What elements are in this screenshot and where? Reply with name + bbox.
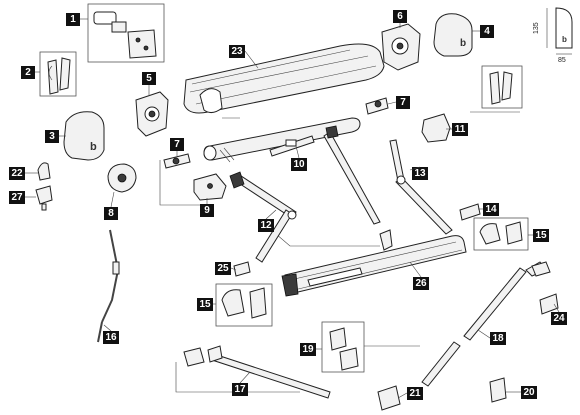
callout-27: 27	[9, 191, 25, 204]
svg-text:15: 15	[199, 299, 211, 310]
svg-text:15: 15	[535, 230, 547, 241]
dimension-height-label: 135	[533, 22, 540, 34]
svg-text:6: 6	[397, 11, 403, 22]
arm-right-part	[323, 125, 453, 235]
part-22-cap-small	[37, 162, 51, 181]
part-20-wall-clip	[489, 377, 507, 403]
callout-14: 14	[483, 203, 499, 216]
svg-text:7: 7	[174, 139, 180, 150]
callout-9: 9	[200, 204, 214, 217]
part-8-crank-eye	[107, 163, 137, 193]
callout-23: 23	[229, 45, 245, 58]
logo-glyph: b	[90, 141, 97, 153]
part-24-slider-block	[539, 293, 559, 315]
part-5-gear-bracket	[135, 91, 169, 137]
part-4-right-end-cap: b	[433, 13, 473, 57]
arm-bracket-small-part	[379, 229, 393, 251]
part-27-plug-small	[35, 185, 53, 211]
svg-text:11: 11	[455, 124, 466, 135]
svg-text:19: 19	[302, 344, 314, 355]
svg-text:21: 21	[409, 388, 421, 399]
part-9-arm-bracket	[193, 173, 227, 201]
svg-text:22: 22	[11, 168, 23, 179]
callout-12: 12	[258, 219, 274, 232]
callout-15-right: 15	[533, 229, 549, 242]
svg-text:9: 9	[204, 205, 210, 216]
part-3-left-end-cap: b	[63, 111, 105, 161]
svg-text:18: 18	[492, 333, 504, 344]
end-cap-dimension-drawing: b 135 85	[533, 7, 573, 64]
callout-19: 19	[300, 343, 316, 356]
logo-glyph-right: b	[460, 38, 466, 49]
svg-text:23: 23	[231, 46, 243, 57]
callout-4: 4	[480, 25, 494, 38]
svg-text:4: 4	[484, 26, 490, 37]
callout-21: 21	[407, 387, 423, 400]
part-6-gear-bracket	[381, 23, 421, 71]
part-18-guide-rail	[421, 261, 551, 387]
callout-16: 16	[103, 331, 119, 344]
svg-text:12: 12	[260, 220, 272, 231]
svg-text:20: 20	[523, 387, 535, 398]
part-15-bracket-set-right	[473, 217, 529, 251]
callout-7-right: 7	[396, 96, 410, 109]
front-bar-profile-part	[281, 235, 467, 297]
callout-7-left: 7	[170, 138, 184, 151]
callout-1: 1	[66, 13, 80, 26]
svg-text:24: 24	[553, 313, 565, 324]
part-16-crank-handle	[97, 229, 120, 343]
callout-2: 2	[21, 66, 35, 79]
callout-26: 26	[413, 277, 429, 290]
callout-25: 25	[215, 262, 231, 275]
part-14-end-stop	[459, 203, 481, 221]
callout-24: 24	[551, 312, 567, 325]
hook-bracket-kit-right	[481, 65, 523, 109]
callout-5: 5	[142, 72, 156, 85]
svg-text:8: 8	[108, 208, 114, 219]
svg-text:26: 26	[415, 278, 427, 289]
part-21-floor-bracket	[377, 385, 401, 411]
callout-8: 8	[104, 207, 118, 220]
svg-text:27: 27	[11, 192, 23, 203]
callout-13: 13	[412, 167, 428, 180]
part-15-bracket-set-left	[215, 283, 273, 327]
svg-text:10: 10	[293, 159, 305, 170]
part-7-coupling-right	[365, 97, 389, 115]
part-19-support-bracket-kit	[321, 321, 420, 373]
callout-17: 17	[232, 383, 248, 396]
part-25-clip	[233, 261, 251, 277]
svg-text:14: 14	[485, 204, 497, 215]
callout-3: 3	[45, 130, 59, 143]
callout-18: 18	[490, 332, 506, 345]
callout-11: 11	[452, 123, 468, 136]
svg-text:5: 5	[146, 73, 152, 84]
svg-text:16: 16	[105, 332, 117, 343]
part-1-end-plate-kit	[87, 3, 165, 63]
part-17-bottom-rail	[175, 345, 331, 399]
callout-10: 10	[291, 158, 307, 171]
part-7-coupling-left	[163, 153, 191, 169]
svg-text:13: 13	[414, 168, 426, 179]
dimension-width-label: 85	[558, 57, 566, 64]
cassette-housing-part	[183, 43, 385, 114]
callout-22: 22	[9, 167, 25, 180]
logo-glyph-dim: b	[562, 35, 567, 44]
part-10-connector-rail	[269, 135, 315, 157]
svg-text:3: 3	[49, 131, 55, 142]
svg-text:1: 1	[70, 14, 76, 25]
callout-15-left: 15	[197, 298, 213, 311]
part-2-hook-bracket-kit	[39, 51, 77, 97]
arm-left-part	[229, 171, 297, 263]
svg-text:7: 7	[400, 97, 406, 108]
callout-leader-lines	[25, 18, 560, 399]
callout-6: 6	[393, 10, 407, 23]
part-11-shoulder-bracket	[421, 113, 451, 143]
svg-text:25: 25	[217, 263, 229, 274]
svg-text:2: 2	[25, 67, 31, 78]
svg-text:17: 17	[234, 384, 246, 395]
roller-tube-part	[203, 117, 361, 163]
callout-20: 20	[521, 386, 537, 399]
